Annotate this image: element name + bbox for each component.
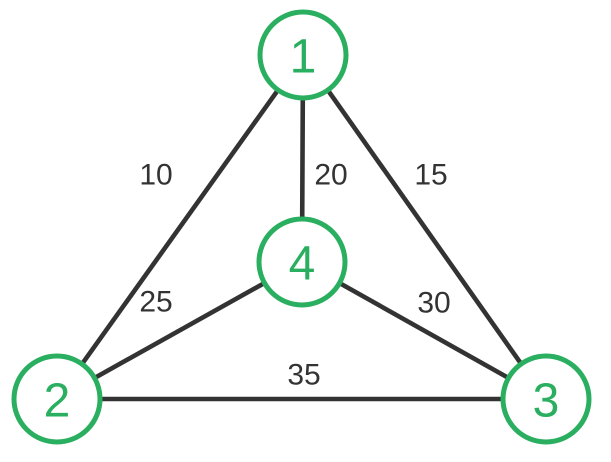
edge-weight-2-4: 25 [139, 286, 172, 319]
edge-weight-1-2: 10 [139, 159, 172, 192]
node-3-circle[interactable] [500, 353, 592, 445]
edge-2-4[interactable] [55, 259, 304, 402]
edge-weight-1-4: 20 [314, 159, 347, 192]
edge-4-3[interactable] [300, 259, 548, 402]
edge-1-3[interactable] [301, 53, 548, 401]
node-3-label: 3 [533, 375, 560, 428]
node-1[interactable]: 1 [257, 9, 349, 101]
node-2-circle[interactable] [11, 353, 103, 445]
node-2[interactable]: 2 [11, 353, 103, 445]
edge-1-2[interactable] [55, 53, 305, 401]
edge-weight-layer: 10 20 15 25 30 35 [139, 159, 450, 392]
node-4[interactable]: 4 [256, 216, 348, 308]
edge-weight-1-3: 15 [414, 159, 447, 192]
node-layer: 1 4 2 3 [11, 9, 592, 445]
edge-weight-2-3: 35 [287, 359, 320, 392]
node-1-circle[interactable] [257, 9, 349, 101]
node-3[interactable]: 3 [500, 353, 592, 445]
node-1-label: 1 [290, 31, 317, 84]
node-4-label: 4 [289, 238, 316, 291]
node-2-label: 2 [44, 375, 71, 428]
edge-weight-4-3: 30 [417, 287, 450, 320]
node-4-circle[interactable] [256, 216, 348, 308]
